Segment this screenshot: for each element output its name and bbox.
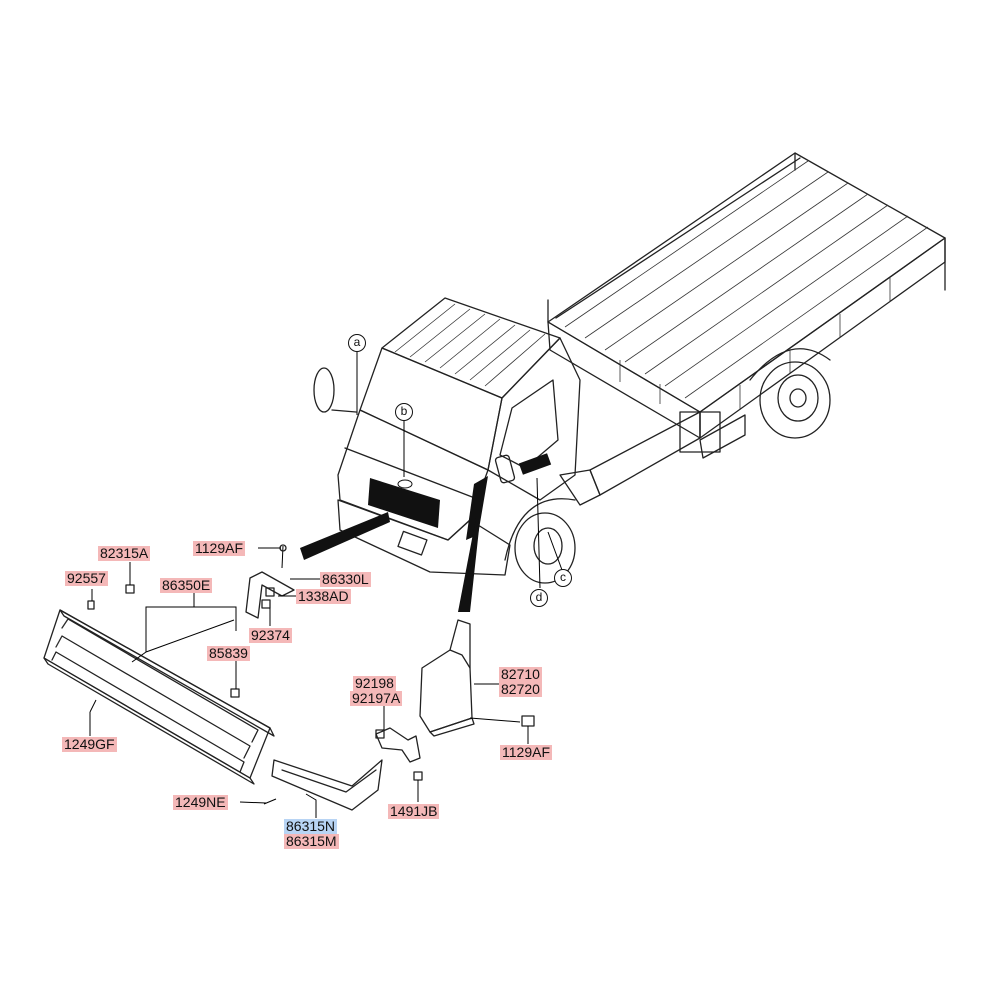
grille-bracket bbox=[245, 544, 295, 619]
part-label-82720[interactable]: 82720 bbox=[499, 681, 542, 697]
rear-wheel bbox=[749, 348, 831, 439]
callout-c: c bbox=[554, 569, 572, 587]
leader-wedge-grille bbox=[300, 512, 390, 560]
part-label-1338AD[interactable]: 1338AD bbox=[296, 588, 351, 604]
part-label-86315M[interactable]: 86315M bbox=[284, 833, 339, 849]
part-label-1129AF-bottom[interactable]: 1129AF bbox=[500, 744, 552, 760]
callout-d: d bbox=[530, 589, 548, 607]
part-label-82315A[interactable]: 82315A bbox=[98, 545, 151, 561]
leader-wedge-corner bbox=[458, 518, 480, 612]
cargo-bed bbox=[547, 152, 946, 439]
part-label-86330L[interactable]: 86330L bbox=[320, 571, 371, 587]
part-label-1249NE[interactable]: 1249NE bbox=[173, 794, 228, 810]
part-label-1491JB[interactable]: 1491JB bbox=[388, 803, 440, 819]
part-label-86350E[interactable]: 86350E bbox=[160, 577, 213, 593]
part-label-82710[interactable]: 82710 bbox=[499, 666, 542, 682]
callout-b: b bbox=[395, 403, 413, 421]
part-label-1129AF-top[interactable]: 1129AF bbox=[193, 540, 245, 556]
part-label-86315N[interactable]: 86315N bbox=[284, 818, 338, 834]
callout-leaders bbox=[356, 352, 563, 589]
part-label-1249GF[interactable]: 1249GF bbox=[62, 736, 117, 752]
radiator-grille bbox=[43, 609, 275, 785]
callout-a: a bbox=[348, 334, 366, 352]
cab bbox=[313, 297, 601, 584]
part-leader-lines bbox=[89, 547, 529, 818]
part-label-92374[interactable]: 92374 bbox=[249, 627, 292, 643]
grille-hardware bbox=[87, 584, 240, 713]
chassis bbox=[589, 411, 746, 496]
side-bracket bbox=[375, 727, 421, 763]
part-label-92198[interactable]: 92198 bbox=[353, 675, 396, 691]
part-label-92557[interactable]: 92557 bbox=[65, 570, 108, 586]
part-label-85839[interactable]: 85839 bbox=[207, 645, 250, 661]
part-label-92197A[interactable]: 92197A bbox=[350, 690, 403, 706]
truck-illustration bbox=[300, 152, 946, 612]
